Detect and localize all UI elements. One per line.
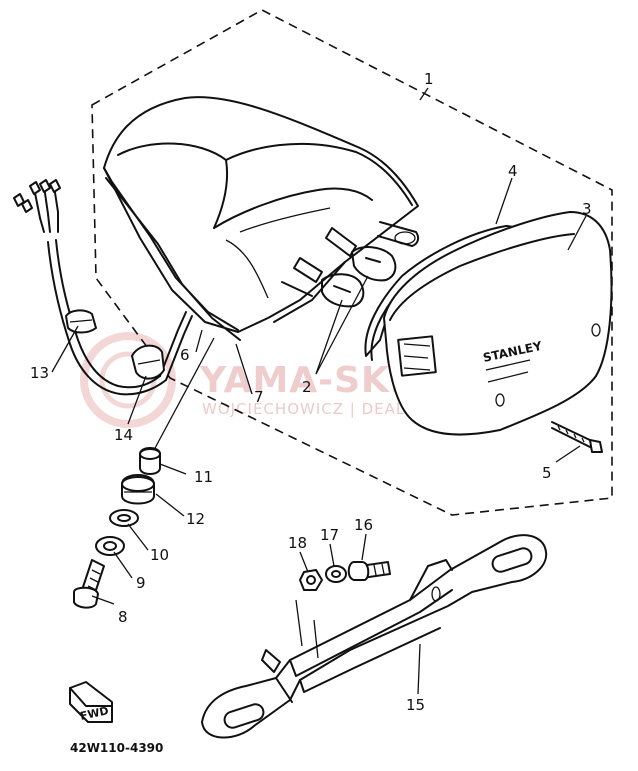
callout-15: 15 [406,696,425,714]
bracket-part-15 [201,534,548,739]
grommet-part-12 [121,474,155,505]
callout-5: 5 [542,464,552,482]
fwd-label: FWD [79,704,110,723]
callout-labels: 1 2 3 4 5 6 7 8 9 10 11 12 13 14 15 16 1… [30,70,592,714]
callout-7: 7 [254,388,264,406]
callout-10: 10 [150,546,169,564]
callout-3: 3 [582,200,592,218]
callout-17: 17 [320,526,339,544]
washer-part-10 [109,509,139,527]
assembly-boundary [91,9,613,516]
callout-18: 18 [288,534,307,552]
nut-part-18 [299,569,323,591]
callout-6: 6 [180,346,190,364]
callout-9: 9 [136,574,146,592]
callout-14: 14 [114,426,133,444]
part-code: 42W110-4390 [70,741,163,755]
callout-12: 12 [186,510,205,528]
bolt-part-16 [347,561,391,581]
callout-16: 16 [354,516,373,534]
collar-part-11 [139,447,161,475]
bolt-part-8 [73,559,105,609]
callout-8: 8 [118,608,128,626]
callout-2: 2 [302,378,312,396]
callout-1: 1 [424,70,434,88]
callout-13: 13 [30,364,49,382]
lens-part-3: STANLEY [383,211,613,436]
bulbs-part-2 [321,246,397,308]
washer-part-9 [95,536,125,556]
lens-screw-part-5 [551,421,603,453]
callout-11: 11 [194,468,213,486]
fwd-direction-badge: FWD [69,681,113,723]
washer-part-17 [325,565,347,583]
stud-leader [153,337,215,451]
housing-part-6 [103,96,420,341]
callout-4: 4 [508,162,518,180]
wiring-harness-part-13 [13,179,193,396]
leader-lines [51,87,587,695]
